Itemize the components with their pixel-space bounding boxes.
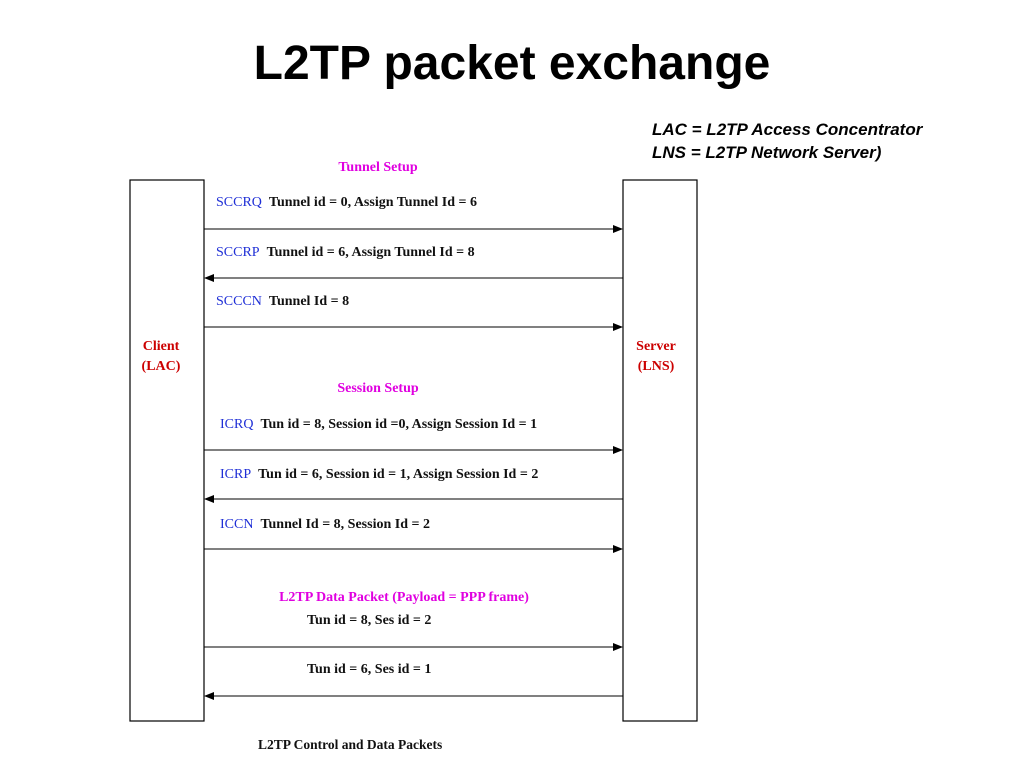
client-name-label: Client [143, 339, 180, 354]
message-fields: Tun id = 8, Ses id = 2 [307, 613, 431, 628]
message-name: SCCCN [216, 294, 262, 309]
message-fields: Tunnel Id = 8 [269, 294, 349, 309]
message-name: SCCRP [216, 245, 260, 260]
message-name: ICRP [220, 467, 251, 482]
server-name-label: Server [636, 339, 676, 354]
legend-line-lac: LAC = L2TP Access Concentrator [652, 120, 923, 139]
diagram-caption: L2TP Control and Data Packets [258, 737, 442, 752]
message-label: Tun id = 8, Ses id = 2 [307, 613, 431, 628]
message-label: ICRP Tun id = 6, Session id = 1, Assign … [220, 467, 538, 482]
message-fields: Tun id = 6, Session id = 1, Assign Sessi… [258, 467, 538, 482]
message-label: ICRQ Tun id = 8, Session id =0, Assign S… [220, 417, 537, 432]
diagram-section: L2TP Data Packet (Payload = PPP frame) Tu… [204, 590, 623, 700]
message-label: SCCRQ Tunnel id = 0, Assign Tunnel Id = … [216, 195, 477, 210]
section-title: L2TP Data Packet (Payload = PPP frame) [279, 590, 529, 605]
section-title: Session Setup [337, 381, 419, 396]
message-label: SCCCN Tunnel Id = 8 [216, 294, 349, 309]
message-fields: Tun id = 6, Ses id = 1 [307, 662, 431, 677]
section-title: Tunnel Setup [338, 160, 417, 175]
message-fields: Tun id = 8, Session id =0, Assign Sessio… [260, 417, 537, 432]
message-label: ICCN Tunnel Id = 8, Session Id = 2 [220, 517, 430, 532]
message-fields: Tunnel id = 0, Assign Tunnel Id = 6 [269, 195, 477, 210]
message-label: SCCRP Tunnel id = 6, Assign Tunnel Id = … [216, 245, 475, 260]
message-fields: Tunnel id = 6, Assign Tunnel Id = 8 [267, 245, 475, 260]
client-lifeline-box [129, 179, 205, 722]
abbreviation-legend: LAC = L2TP Access Concentrator LNS = L2T… [652, 118, 922, 164]
slide-title: L2TP packet exchange [253, 37, 771, 90]
client-role-label: (LAC) [142, 359, 181, 374]
server-lifeline-box [622, 179, 698, 722]
message-name: ICCN [220, 517, 253, 532]
message-name: ICRQ [220, 417, 253, 432]
message-fields: Tunnel Id = 8, Session Id = 2 [260, 517, 430, 532]
message-name: SCCRQ [216, 195, 262, 210]
server-role-label: (LNS) [638, 359, 675, 374]
legend-line-lns: LNS = L2TP Network Server) [652, 143, 882, 162]
message-label: Tun id = 6, Ses id = 1 [307, 662, 431, 677]
